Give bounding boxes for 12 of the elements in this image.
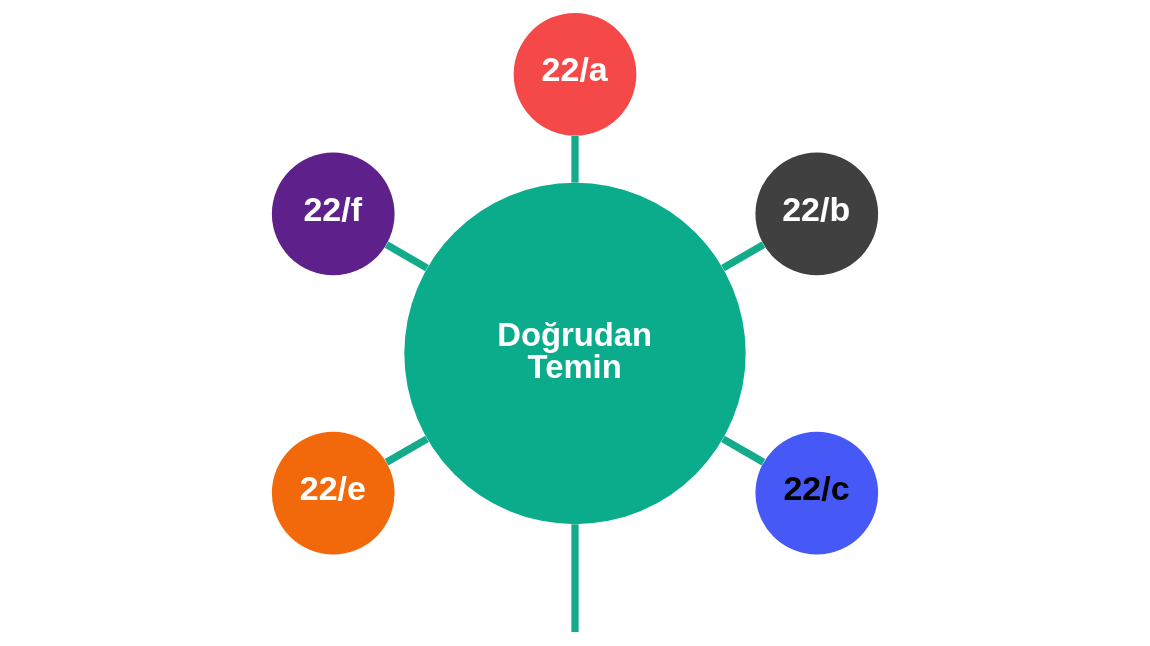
node-circle: 22/c xyxy=(755,431,879,555)
node-circle: 22/e xyxy=(271,431,395,555)
node-circle: 22/f xyxy=(271,152,395,276)
connector xyxy=(571,524,579,633)
connector xyxy=(721,241,766,272)
connector xyxy=(384,241,429,272)
connector xyxy=(571,135,579,183)
node-circle: Doğrudan Temin xyxy=(404,182,746,525)
node-circle: 22/b xyxy=(755,152,879,276)
connector xyxy=(384,435,429,466)
connector xyxy=(721,435,766,466)
node-circle: 22/a xyxy=(513,12,637,136)
